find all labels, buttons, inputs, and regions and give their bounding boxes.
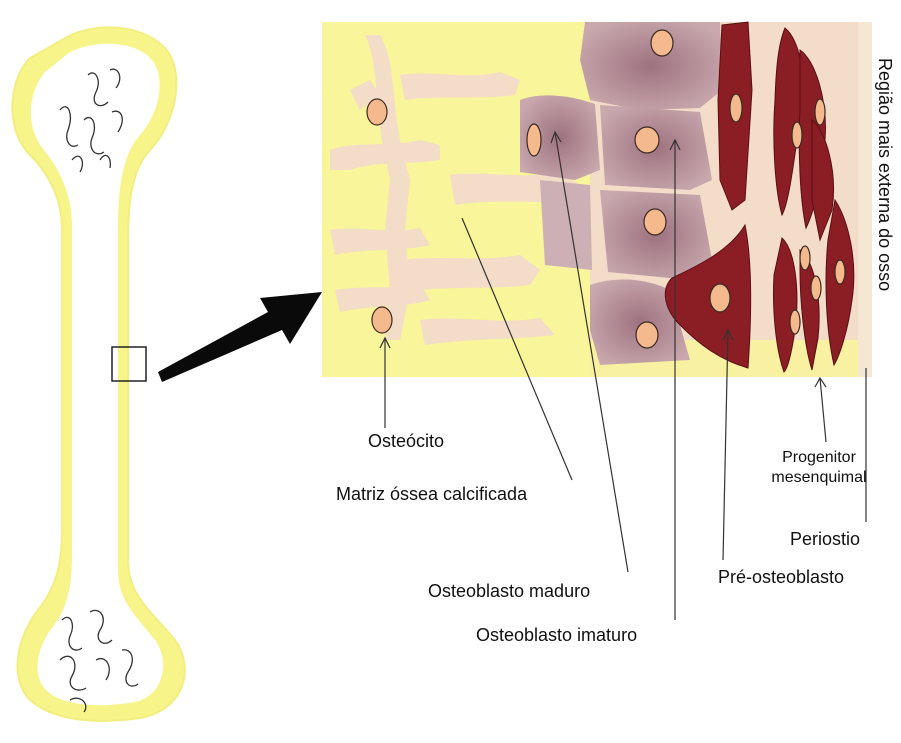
osteocyte-nucleus	[372, 307, 392, 333]
osteoblast-nucleus	[636, 322, 658, 348]
label-regiao-externa: Região mais externa do osso	[874, 58, 895, 291]
progenitor-nucleus	[792, 122, 802, 148]
label-progenitor-line2: mesenquimal	[764, 468, 874, 488]
label-periostio: Periostio	[790, 530, 860, 548]
periosteum-strip	[858, 22, 872, 377]
progenitor-nucleus	[800, 246, 810, 270]
label-osteoblasto-imaturo: Osteoblasto imaturo	[476, 626, 637, 644]
label-progenitor: Progenitor mesenquimal	[764, 448, 874, 488]
progenitor-nucleus	[815, 99, 825, 125]
osteocyte-nucleus	[367, 99, 387, 125]
osteoblast-nucleus	[527, 124, 541, 156]
zoom-arrow	[158, 292, 322, 382]
label-progenitor-line1: Progenitor	[764, 448, 874, 468]
label-pre-osteoblasto: Pré-osteoblasto	[718, 568, 844, 586]
preosteoblast-nucleus	[710, 284, 730, 312]
tissue-panel	[322, 22, 872, 377]
leader-progenitor	[820, 378, 826, 442]
progenitor-nucleus	[811, 276, 821, 300]
progenitor-nucleus	[790, 310, 800, 334]
osteoblast-nucleus	[635, 127, 659, 153]
label-osteocito: Osteócito	[368, 432, 444, 450]
osteoblast-nucleus	[651, 30, 673, 56]
progenitor-nucleus	[835, 260, 845, 284]
preosteoblast-nucleus	[730, 94, 742, 122]
osteoblast-nucleus	[644, 209, 666, 235]
label-osteoblasto-maduro: Osteoblasto maduro	[428, 582, 590, 600]
label-matriz: Matriz óssea calcificada	[336, 485, 527, 503]
